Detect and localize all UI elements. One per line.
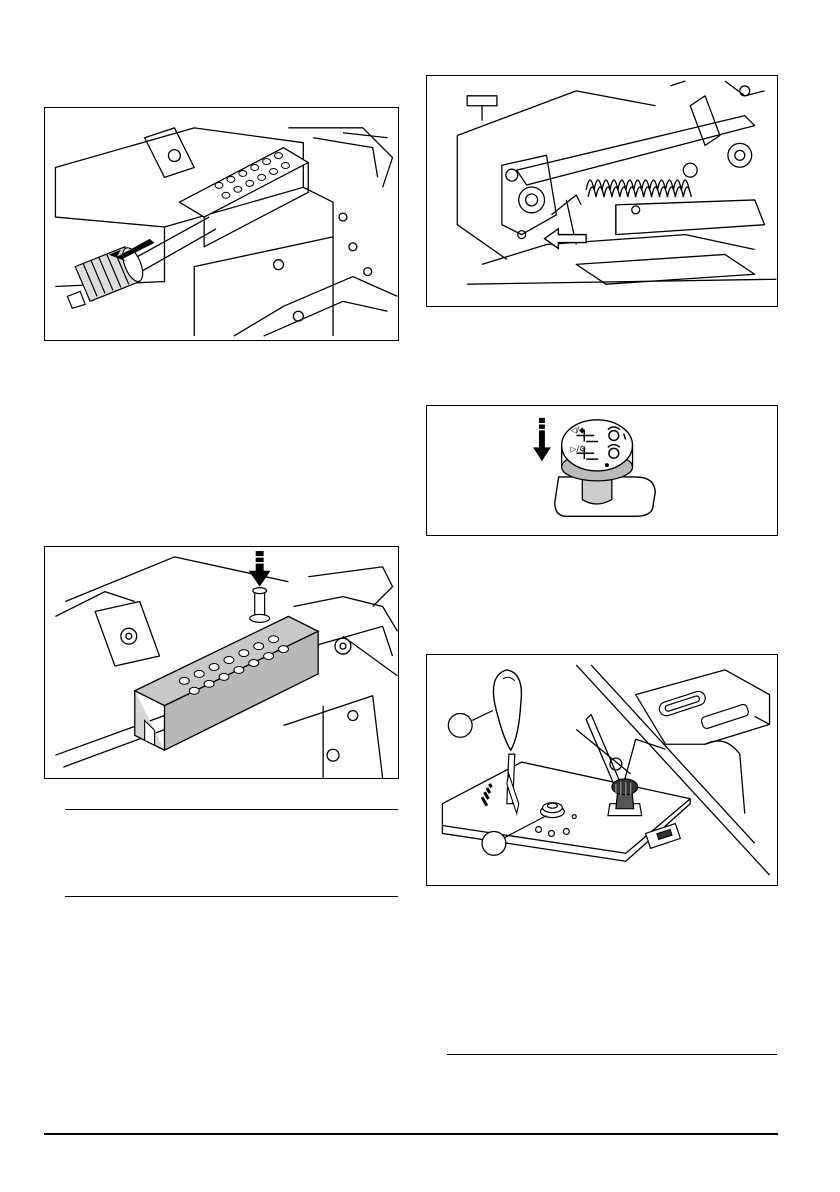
spring-coil [586, 180, 691, 197]
release-knob-illustration: ◁/◆ ▷/⚙ [427, 406, 777, 535]
down-arrow-icon [533, 418, 551, 461]
figure-spring-linkage [426, 75, 778, 307]
figure-lever-pull [44, 107, 399, 341]
right-column-rule [447, 1054, 777, 1055]
down-arrow-icon [249, 551, 271, 587]
note-top-rule [65, 809, 398, 810]
callout-1 [448, 711, 493, 738]
spring-linkage-illustration [427, 76, 777, 306]
figure-release-knob: ◁/◆ ▷/⚙ [426, 405, 778, 536]
figure-shift-controls [426, 654, 778, 886]
lever-pull-illustration [45, 108, 398, 340]
shift-controls-illustration [427, 655, 777, 885]
knob-mark-upper: ◁/◆ [570, 426, 586, 435]
channel-pin-illustration [45, 547, 398, 778]
push-arrow-icon [545, 229, 587, 249]
locking-pin [250, 588, 270, 623]
figure-channel-pin [44, 546, 399, 779]
note-bottom-rule [65, 896, 398, 897]
footer-rule [44, 1133, 778, 1135]
knob-mark-lower: ▷/⚙ [570, 444, 586, 453]
